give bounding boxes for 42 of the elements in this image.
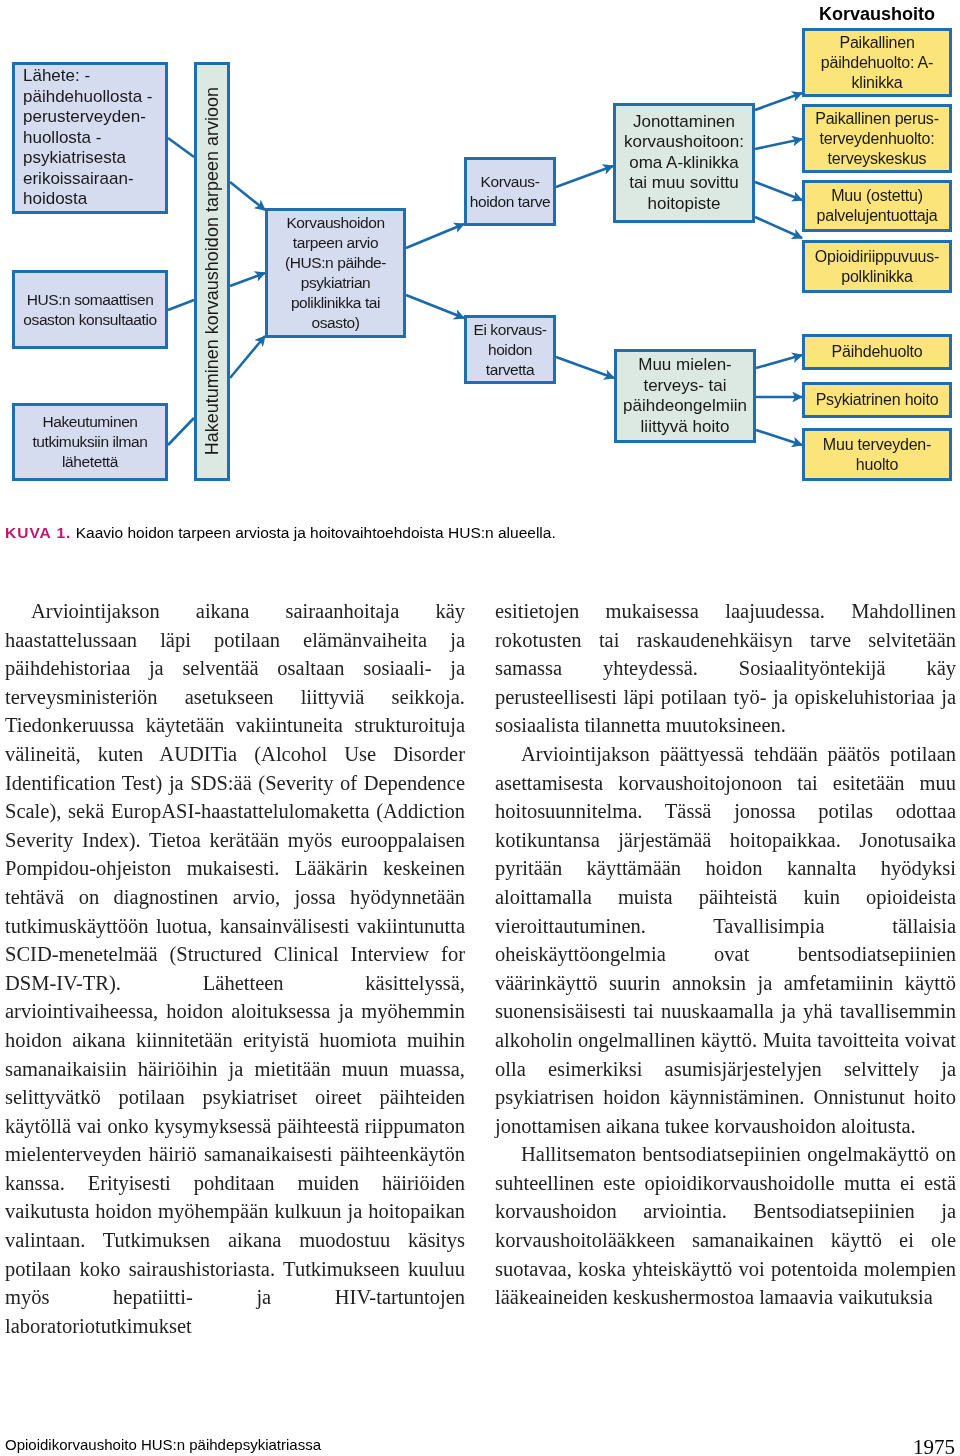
arrow [229, 271, 266, 288]
stage-bar [194, 62, 230, 481]
process-box: Paikallinen perus- terveydenhuolto: terveyskeskus [802, 104, 952, 173]
connector-line [167, 417, 195, 446]
arrow [754, 215, 803, 240]
arrow [229, 181, 266, 211]
process-box: Muu mielen- terveys- tai päihdeongelmiin liittyvä hoito [614, 349, 756, 443]
process-box: Muu terveyden- huolto [802, 428, 952, 481]
process-box: Lähete: - päihdehuollosta - perusterveyden- huollosta - psykiatrisesta erikoissairaan- hoidosta [12, 62, 168, 214]
vertical-label: Hakeutuminen korvaushoidon tarpeen arvioon [202, 87, 222, 456]
process-box: Psykiatrinen hoito [802, 382, 952, 418]
body-paragraph: Arviointijakson aikana sairaanhoitaja käy haastattelussaan läpi potilaan elämänvaiheita ja päihdehistoriaa ja selventää osaltaan sosiaali- ja terveysministeriön asetukseen liittyviä seikkoja. Tiedonkeruussa käytetään vakiintuneita strukturoituja välineitä, kuten AUDITia (Alcohol Use Disorder Identification Test) ja SDS:ää (Severity of Dependence Scale), sekä EuropASI-haastattelulomaketta (Addiction Severity Index). Tietoa kerätään myös eurooppalaisen Pompidou-ohjeiston mukaisesti. Lääkärin keskeinen tehtävä on diagnostinen arvio, jossa hyödynnetään tutkimuskäyttöön luotua, kansainvälisesti vakiintunutta SCID-menetelmää (Structured Clinical Interview for DSM-IV-TR). Lähetteen käsittelyssä, arviointivaiheessa, hoidon aloituksessa ja myöhemmin hoidon aikana kiinnitetään erityistä huomiota muihin samanaikaisiin häiriöihin ja mietitään muun muassa, selittyvätkö potilaan psykiatriset oireet päihteiden käytöllä vai onko kysymyksessä päihteestä riippumaton mielenterveyden häiriö samanaikaisesti päihteenkäytön kanssa. Erityisesti pohditaan muiden häiriöiden vaikutusta hoidon myöhempään kulkuun ja hoitopaikan valintaan. Tutkimuksen aikana muodostuu käsitys potilaan koko sairaushistoriasta. Tutkimukseen kuuluu myös hepatiitti- ja HIV-tartuntojen laboratoriotutkimukset [5, 599, 465, 1339]
connector-line [167, 136, 195, 159]
body-paragraph: Arviointijakson päättyessä tehdään päätös potilaan asettamisesta korvaushoitojonoon tai esitetään muu hoitosuunnitelma. Tässä jonossa potilas odottaa kotikuntansa järjestämää hoitopaikkaa. Jonotusaika pyritään käyttämään hoidon kannalta hyödyksi aloittamalla muista päihteistä kuin opioideista vieroittautuminen. Tavallisimpia tällaisia oheiskäyttöongelmia ovat bentsodiatsepiinien väärinkäyttö suurin annoksin ja amfetamiinin käyttö suonensisäisesti tai nuuskaamalla ja yhä tavallisemmin alkoholin ongelmallinen käyttö. Muita tavoitteita voivat olla esimerkiksi asumisjärjestelyjen selvittely ja psykiatrisen hoidon käynnistäminen. Onnistunut hoito jonottamisen aikana tukee korvaushoidon aloitusta. [495, 741, 956, 1140]
connector-line [167, 298, 195, 312]
process-box: Päihdehuolto [802, 334, 952, 370]
column-heading: Korvaushoito [818, 3, 936, 26]
arrow [555, 164, 614, 189]
process-box: Muu (ostettu) palvelujentuottaja [802, 180, 952, 232]
arrow [754, 180, 803, 202]
arrow [405, 293, 465, 320]
arrow [754, 135, 804, 151]
arrow [754, 91, 804, 112]
process-box: Jonottaminen korvaushoitoon: oma A-klinikka tai muu sovittu hoitopiste [613, 103, 755, 223]
running-footer: Opioidikorvaushoito HUS:n päihdepsykiatriassa [5, 1434, 321, 1456]
body-paragraph: Hallitsematon bentsodiatsepiinien ongelmakäyttö on suhteellinen este opioidikorvaushoidolle mutta ei estä korvaushoidon arviointia. Bentsodiatsepiinien ja korvaushoitolääkkeen samanaikainen käyttö ei ole suotavaa, koska yhteiskäyttö voi potentoida molempien lääkeaineiden keskushermostoa lamaavia vaikutuksia [495, 1142, 956, 1311]
process-box: Paikallinen päihdehuolto: A-klinikka [802, 28, 952, 97]
arrow [229, 335, 266, 379]
arrow [755, 352, 804, 370]
process-box: Korvaushoidon tarpeen arvio (HUS:n päihde- psykiatrian poliklinikka tai osasto) [265, 208, 406, 338]
process-box: Korvaus- hoidon tarve [464, 157, 556, 226]
process-box: Ei korvaus- hoidon tarvetta [464, 315, 556, 384]
page-number: 1975 [913, 1434, 955, 1456]
process-box: HUS:n somaattisen osaston konsultaatio [12, 270, 168, 349]
arrow [756, 391, 804, 403]
figure-caption: KUVA 1. Kaavio hoidon tarpeen arviosta ja hoitovaihtoehdoista HUS:n alueella. [5, 523, 556, 543]
body-paragraph: esitietojen mukaisessa laajuudessa. Mahdollinen rokotusten tai raskaudenehkäisyn tarve selvitetään samassa yhteydessä. Sosiaalityöntekijä käy perusteellisesti läpi potilaan työ- ja opiskeluhistoriaa ja sosiaalista tilannetta muutoksineen. [495, 599, 956, 739]
process-box: Opioidiriippuvuus- polklinikka [802, 240, 952, 293]
arrow [755, 428, 804, 448]
arrow [405, 222, 465, 250]
arrow [555, 355, 616, 380]
process-box: Hakeutuminen tutkimuksiin ilman lähetettä [12, 403, 168, 481]
